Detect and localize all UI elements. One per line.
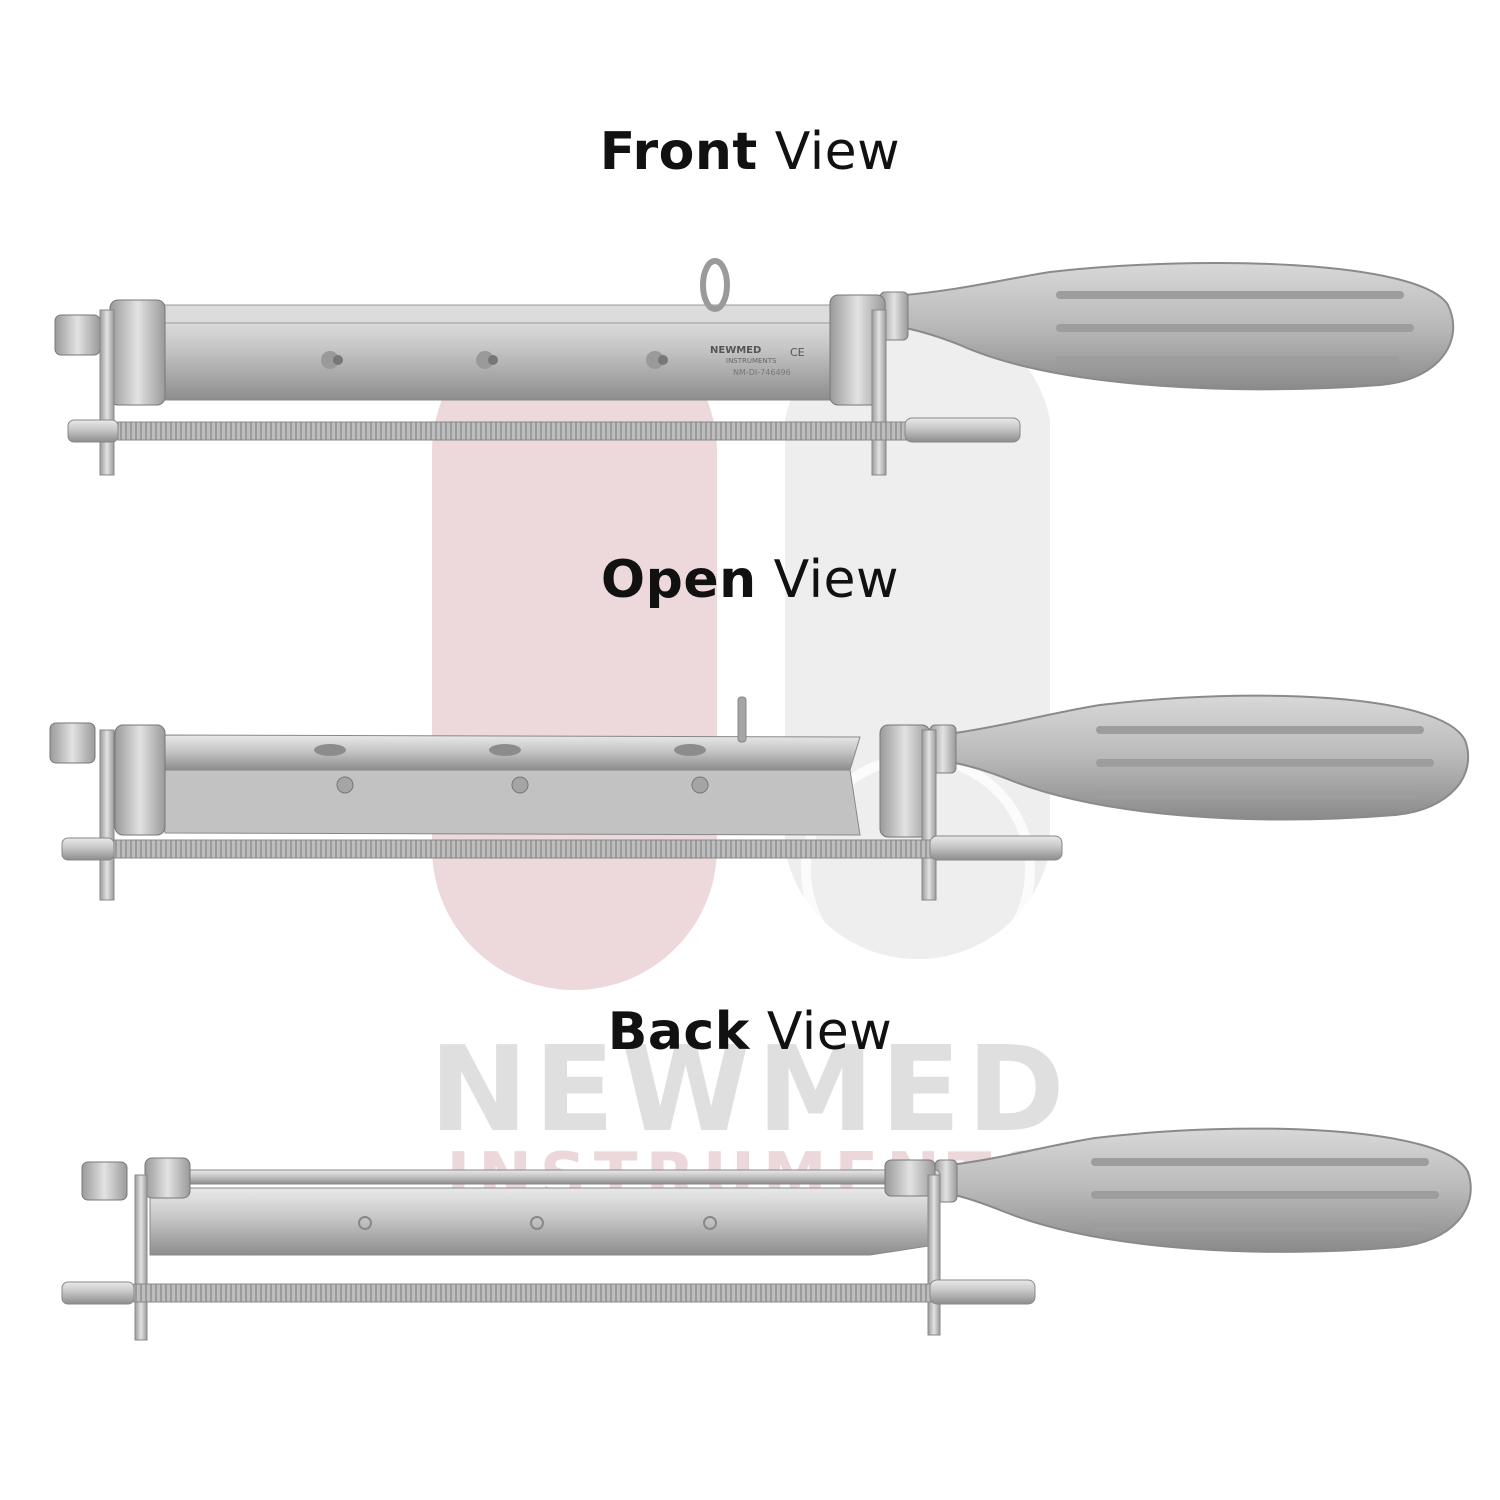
top-bar	[179, 1169, 941, 1185]
back-view-instrument	[61, 1127, 1472, 1341]
ring-tab	[737, 696, 747, 743]
title-bold: Open	[600, 550, 757, 610]
front-view-title: Front View	[0, 122, 1500, 182]
engraving-sub: INSTRUMENTS	[726, 357, 777, 365]
threaded-rod	[133, 1283, 935, 1303]
watermark-brand-text: NEWMED	[429, 1020, 1071, 1158]
rod-right-cap	[929, 835, 1063, 861]
ring-tab	[700, 258, 730, 312]
back-view-title: Back View	[0, 1002, 1500, 1062]
threaded-rod	[117, 421, 909, 441]
left-clamp	[109, 299, 166, 406]
rod-left-cap	[67, 419, 119, 443]
left-clamp	[144, 1157, 191, 1199]
left-knob	[49, 722, 96, 764]
blade-holes	[358, 1216, 717, 1230]
left-clamp	[114, 724, 166, 836]
blade-slots	[314, 744, 709, 794]
blade-slots	[321, 351, 668, 369]
handle	[954, 694, 1470, 821]
title-rest: View	[773, 550, 900, 610]
threaded-rod	[113, 839, 935, 859]
front-view-instrument: NEWMED INSTRUMENTS CE NM-DI-746496	[54, 258, 1455, 476]
open-view-title: Open View	[0, 550, 1500, 610]
title-rest: View	[766, 1002, 893, 1062]
lower-blade	[159, 769, 861, 836]
rod-right-cap	[904, 417, 1021, 443]
handle	[949, 1127, 1472, 1253]
engraving-ce: CE	[790, 346, 805, 359]
right-post	[921, 729, 937, 901]
blade-top-bar	[154, 304, 846, 324]
rod-left-cap	[61, 1281, 135, 1305]
open-view-instrument	[49, 694, 1470, 901]
left-knob	[81, 1161, 128, 1201]
engraving-code: NM-DI-746496	[733, 368, 791, 377]
rod-right-cap	[929, 1279, 1036, 1305]
right-post	[927, 1174, 941, 1336]
left-post	[99, 729, 115, 901]
left-knob	[54, 314, 101, 356]
right-post	[871, 309, 887, 476]
left-post	[99, 309, 115, 476]
left-post	[134, 1174, 148, 1341]
title-rest: View	[774, 122, 901, 182]
engraving-brand: NEWMED	[710, 345, 761, 356]
title-bold: Back	[607, 1002, 750, 1062]
rod-left-cap	[61, 837, 115, 861]
title-bold: Front	[599, 122, 758, 182]
